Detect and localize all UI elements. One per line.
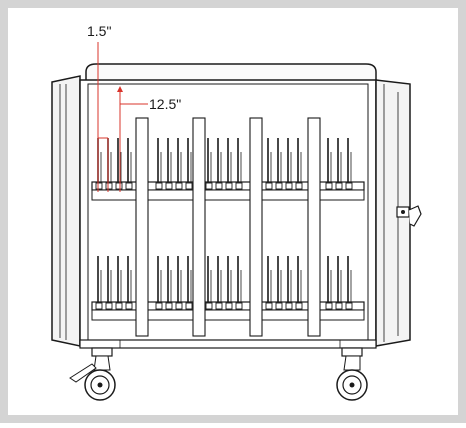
device-slot bbox=[285, 138, 293, 190]
slot-spacing-label: 1.5" bbox=[87, 23, 111, 39]
device-slot bbox=[155, 256, 163, 310]
device-slot bbox=[165, 256, 173, 310]
device-slot bbox=[335, 138, 343, 190]
device-slot bbox=[115, 138, 123, 190]
caster-wheel-icon bbox=[336, 347, 368, 401]
slot-height-label: 12.5" bbox=[149, 96, 181, 112]
device-slot bbox=[345, 138, 353, 190]
device-slot bbox=[345, 256, 353, 310]
right-door bbox=[375, 79, 411, 347]
door-handle-icon bbox=[396, 205, 422, 227]
device-slot bbox=[325, 138, 333, 190]
device-slot bbox=[295, 138, 303, 190]
device-slot bbox=[275, 138, 283, 190]
slot-height-dimension: 12.5" bbox=[117, 86, 181, 192]
shelf-divider bbox=[249, 117, 263, 337]
device-slot bbox=[265, 256, 273, 310]
device-slot bbox=[185, 138, 193, 190]
device-slot bbox=[155, 138, 163, 190]
shelf-dividers bbox=[135, 117, 321, 337]
device-slot bbox=[125, 138, 133, 190]
device-slot bbox=[215, 256, 223, 310]
device-slot bbox=[125, 256, 133, 310]
cabinet-base bbox=[79, 339, 377, 349]
shelf-divider bbox=[135, 117, 149, 337]
shelf-divider bbox=[307, 117, 321, 337]
device-slots bbox=[95, 138, 353, 310]
device-slot bbox=[225, 138, 233, 190]
device-slot bbox=[235, 256, 243, 310]
device-slot bbox=[235, 138, 243, 190]
device-slot bbox=[105, 256, 113, 310]
device-slot bbox=[295, 256, 303, 310]
device-slot bbox=[175, 256, 183, 310]
device-slot bbox=[185, 256, 193, 310]
device-slot bbox=[205, 256, 213, 310]
device-slot bbox=[285, 256, 293, 310]
caster-wheel-icon bbox=[69, 347, 116, 401]
device-slot bbox=[165, 138, 173, 190]
device-slot bbox=[225, 256, 233, 310]
slot-spacing-dimension: 1.5" bbox=[87, 23, 111, 192]
device-slot bbox=[115, 256, 123, 310]
shelf-divider bbox=[192, 117, 206, 337]
device-slot bbox=[275, 256, 283, 310]
device-slot bbox=[325, 256, 333, 310]
device-slot bbox=[215, 138, 223, 190]
device-slot bbox=[265, 138, 273, 190]
device-slot bbox=[95, 256, 103, 310]
device-slot bbox=[335, 256, 343, 310]
device-slot bbox=[175, 138, 183, 190]
device-slot bbox=[205, 138, 213, 190]
cart-top-lid bbox=[85, 63, 377, 83]
